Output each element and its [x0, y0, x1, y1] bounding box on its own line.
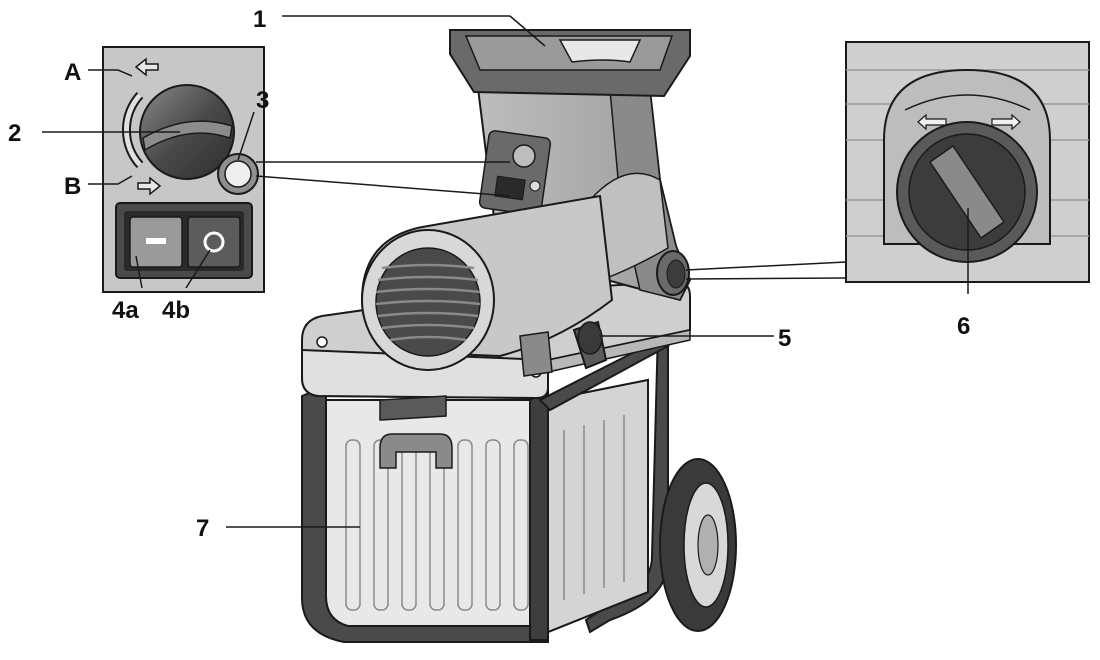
collection-box [323, 378, 649, 634]
on-off-switch-block [115, 202, 253, 279]
arrow-left-icon [134, 57, 159, 77]
side-locking-knob [656, 250, 690, 296]
rotate-right-icon [991, 113, 1021, 131]
callout-4b: 4b [162, 297, 190, 324]
knob-detail-inset [845, 41, 1090, 283]
feed-funnel [449, 29, 691, 98]
callout-6: 6 [957, 313, 970, 340]
direction-switch-knob [122, 84, 235, 180]
garden-shredder [301, 29, 737, 643]
locking-knob [896, 121, 1038, 263]
rotate-left-icon [917, 113, 947, 131]
callout-3: 3 [256, 87, 269, 114]
callout-B: B [64, 173, 81, 200]
callout-A: A [64, 59, 81, 86]
clamp-screw [519, 320, 608, 377]
motor-housing [360, 194, 614, 371]
off-button [187, 216, 241, 268]
callout-1: 1 [253, 6, 266, 33]
callout-5: 5 [778, 325, 791, 352]
wheel [659, 458, 737, 632]
arrow-right-icon [137, 176, 162, 196]
callout-4a: 4a [112, 297, 139, 324]
overload-reset-button [217, 153, 259, 195]
leader-lines [42, 15, 969, 528]
callout-2: 2 [8, 120, 21, 147]
control-panel-inset [102, 46, 265, 293]
callout-7: 7 [196, 515, 209, 542]
